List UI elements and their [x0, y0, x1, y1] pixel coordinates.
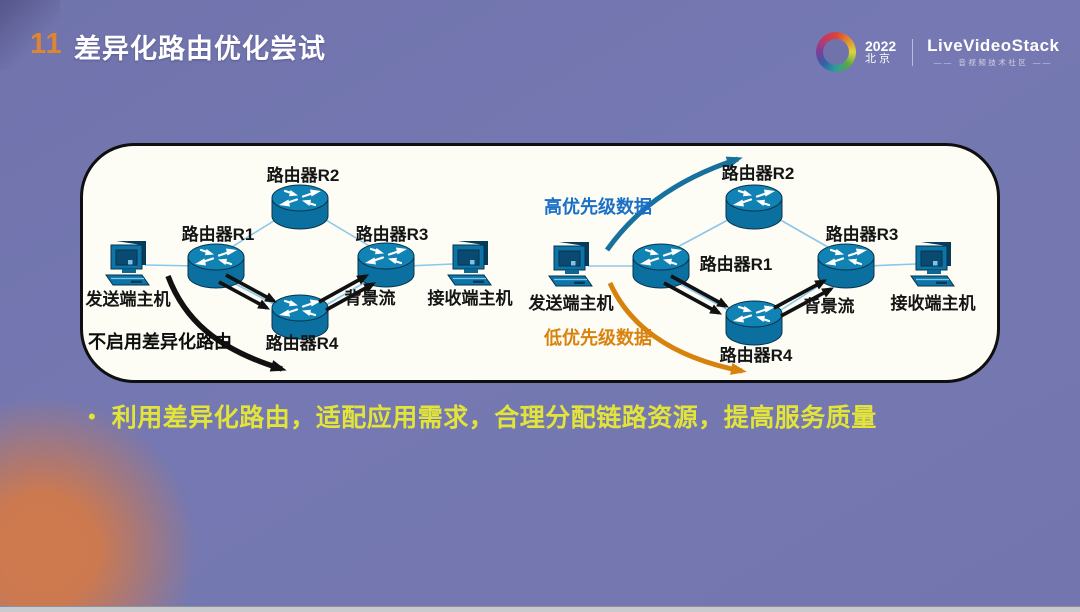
network-diagram: 路由器R1 路由器R2 路由器R3 路由器R4 发送端主机 接收端主机 背景流 … [85, 156, 976, 375]
router-cylinder-icon [816, 242, 876, 290]
router-r3-label: 路由器R3 [356, 224, 429, 244]
background-flow-label: 背景流 [345, 288, 396, 308]
slide-number: 11 [30, 28, 63, 60]
desktop-computer-icon [548, 241, 593, 287]
brand-group: 2022 北京 LiveVideoStack —— 音视频技术社区 —— [816, 30, 1060, 74]
high-priority-label: 高优先级数据 [544, 196, 652, 217]
bottom-bar [0, 606, 1080, 612]
router-r2-label: 路由器R2 [267, 165, 340, 185]
brand-name: LiveVideoStack [927, 35, 1060, 55]
router-r1-label: 路由器R1 [700, 254, 773, 274]
brand-name-block: LiveVideoStack —— 音视频技术社区 —— [927, 37, 1059, 68]
router-r3-label: 路由器R3 [826, 224, 899, 244]
no-diff-routing-label: 不启用差异化路由 [88, 331, 232, 352]
diagram-diff-routing: 高优先级数据 低优先级数据 路由器R1 路由器R2 路由器R3 路由器R4 发送… [528, 156, 976, 375]
router-r4-label: 路由器R4 [720, 345, 793, 365]
brand-divider [912, 38, 914, 66]
diagram-no-diff-routing: 路由器R1 路由器R2 路由器R3 路由器R4 发送端主机 接收端主机 背景流 … [85, 165, 513, 372]
all-traffic-curved-arrow [165, 275, 287, 372]
page-title: 差异化路由优化尝试 [74, 34, 326, 64]
router-cylinder-icon [724, 299, 784, 347]
bullet-dot: • [88, 404, 96, 429]
bullet-row: • 利用差异化路由，适配应用需求，合理分配链路资源，提高服务质量 [88, 402, 988, 434]
brand-subtitle: —— 音视频技术社区 —— [933, 57, 1053, 67]
rainbow-ring-logo [816, 32, 856, 72]
desktop-computer-icon [910, 241, 955, 287]
brand-city: 北京 [865, 52, 893, 65]
diagram-panel: 路由器R1 路由器R2 路由器R3 路由器R4 发送端主机 接收端主机 背景流 … [80, 143, 1000, 383]
background-flow-label: 背景流 [804, 296, 855, 316]
high-priority-curved-arrow [604, 156, 743, 252]
router-r4-label: 路由器R4 [266, 333, 339, 353]
receiver-host-label: 接收端主机 [428, 288, 513, 308]
brand-year: 2022 [865, 37, 897, 54]
receiver-host-label: 接收端主机 [891, 293, 976, 313]
router-cylinder-icon [270, 183, 330, 231]
desktop-computer-icon [447, 240, 492, 286]
low-priority-curved-arrow [607, 281, 747, 375]
desktop-computer-icon [105, 240, 150, 286]
router-r2-label: 路由器R2 [722, 163, 795, 183]
background-flow-arrows [218, 273, 377, 312]
background-flow-arrows [663, 274, 835, 318]
bullet-text: 利用差异化路由，适配应用需求，合理分配链路资源，提高服务质量 [111, 404, 877, 432]
sender-host-label: 发送端主机 [528, 293, 614, 313]
router-cylinder-icon [356, 241, 416, 289]
router-r1-label: 路由器R1 [182, 224, 255, 244]
brand-year-city: 2022 北京 [865, 39, 896, 65]
sender-host-label: 发送端主机 [85, 289, 171, 309]
low-priority-label: 低优先级数据 [543, 327, 652, 348]
router-cylinder-icon [724, 183, 784, 231]
